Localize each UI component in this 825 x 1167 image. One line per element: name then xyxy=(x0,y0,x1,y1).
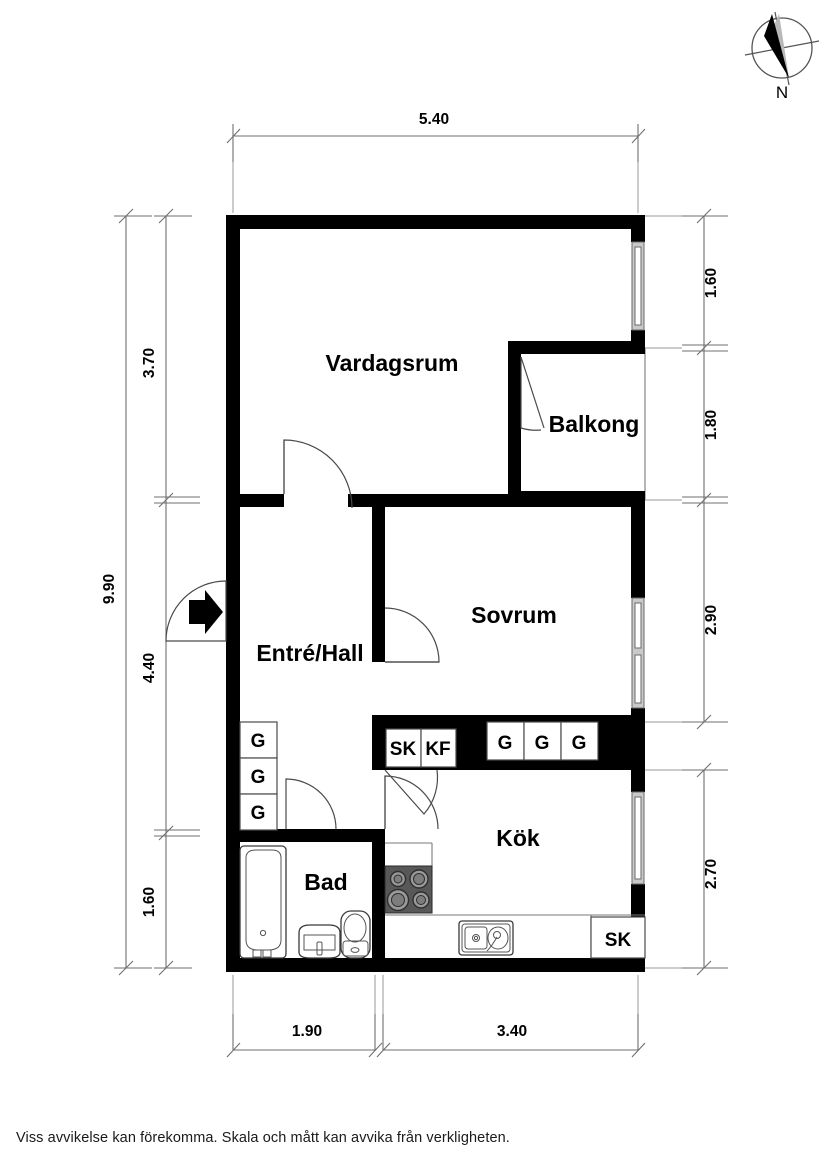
dimension-left-livingroom: 3.70 xyxy=(141,348,158,378)
kitchen-g-3-box xyxy=(560,721,599,761)
bathroom-door xyxy=(285,778,337,830)
room-label-sovrum: Sovrum xyxy=(471,602,557,628)
bedroom-window xyxy=(631,597,645,709)
dimension-left-outer-group xyxy=(114,208,152,976)
kitchen-cabinet-row xyxy=(385,721,599,768)
hall-wardrobes xyxy=(239,721,278,831)
dimension-left-total: 9.90 xyxy=(101,574,118,604)
kitchen-g-2-box xyxy=(523,721,562,761)
washbasin-fixture xyxy=(298,924,341,959)
entrance-arrow-icon xyxy=(189,590,223,634)
room-label-vardagsrum: Vardagsrum xyxy=(326,350,459,376)
disclaimer-note: Viss avvikelse kan förekomma. Skala och … xyxy=(16,1130,510,1146)
room-label-entre-hall: Entré/Hall xyxy=(256,640,363,666)
dimension-left-bath: 1.60 xyxy=(141,887,158,917)
bathtub-fixture xyxy=(239,845,287,959)
dimension-right-group xyxy=(645,208,728,976)
hall-g-2-box xyxy=(239,757,278,795)
kitchen-sink-fixture xyxy=(458,920,514,956)
kitchen-sk-upper-box xyxy=(385,728,422,768)
dimension-top-group xyxy=(226,124,646,213)
kitchen-g-2-label: G xyxy=(535,733,550,754)
hall-g-1-label: G xyxy=(251,731,266,752)
dimension-right-3: 2.90 xyxy=(703,605,720,635)
room-label-balkong: Balkong xyxy=(549,411,640,437)
dimension-bottom-kitchen: 3.40 xyxy=(497,1023,527,1040)
kitchen-corner-door xyxy=(384,769,439,815)
kitchen-sk-lower-label: SK xyxy=(605,930,632,951)
compass-north-label: N xyxy=(776,83,788,102)
dimension-bottom-bath: 1.90 xyxy=(292,1023,322,1040)
balcony-door xyxy=(520,356,545,431)
entrance-door xyxy=(165,580,227,642)
dimension-left-inner-group xyxy=(154,208,200,976)
kitchen-kf-box xyxy=(420,728,457,768)
kitchen-sk-lower-box xyxy=(590,916,646,959)
dimension-bottom-group xyxy=(226,975,646,1058)
kitchen-sk-upper-label: SK xyxy=(390,739,417,760)
livingroom-window xyxy=(631,241,645,331)
dimension-right-2: 1.80 xyxy=(703,410,720,440)
bedroom-door xyxy=(384,607,440,663)
hall-g-2-label: G xyxy=(251,767,266,788)
room-label-bad: Bad xyxy=(304,869,347,895)
dimension-right-4: 2.70 xyxy=(703,859,720,889)
dimension-left-hall: 4.40 xyxy=(141,653,158,683)
kitchen-kf-label: KF xyxy=(425,739,450,760)
stove-fixture xyxy=(384,865,433,914)
compass-rose-icon xyxy=(744,11,820,86)
hall-g-3-box xyxy=(239,793,278,831)
dimension-right-1: 1.60 xyxy=(703,268,720,298)
livingroom-door xyxy=(283,439,353,509)
kitchen-g-1-label: G xyxy=(498,733,513,754)
toilet-fixture xyxy=(340,910,371,959)
dimension-top-overall: 5.40 xyxy=(419,111,449,128)
kitchen-g-1-box xyxy=(486,721,525,761)
kitchen-window xyxy=(631,791,645,885)
hall-g-3-label: G xyxy=(251,803,266,824)
room-label-kok: Kök xyxy=(496,825,540,851)
kitchen-g-3-label: G xyxy=(572,733,587,754)
